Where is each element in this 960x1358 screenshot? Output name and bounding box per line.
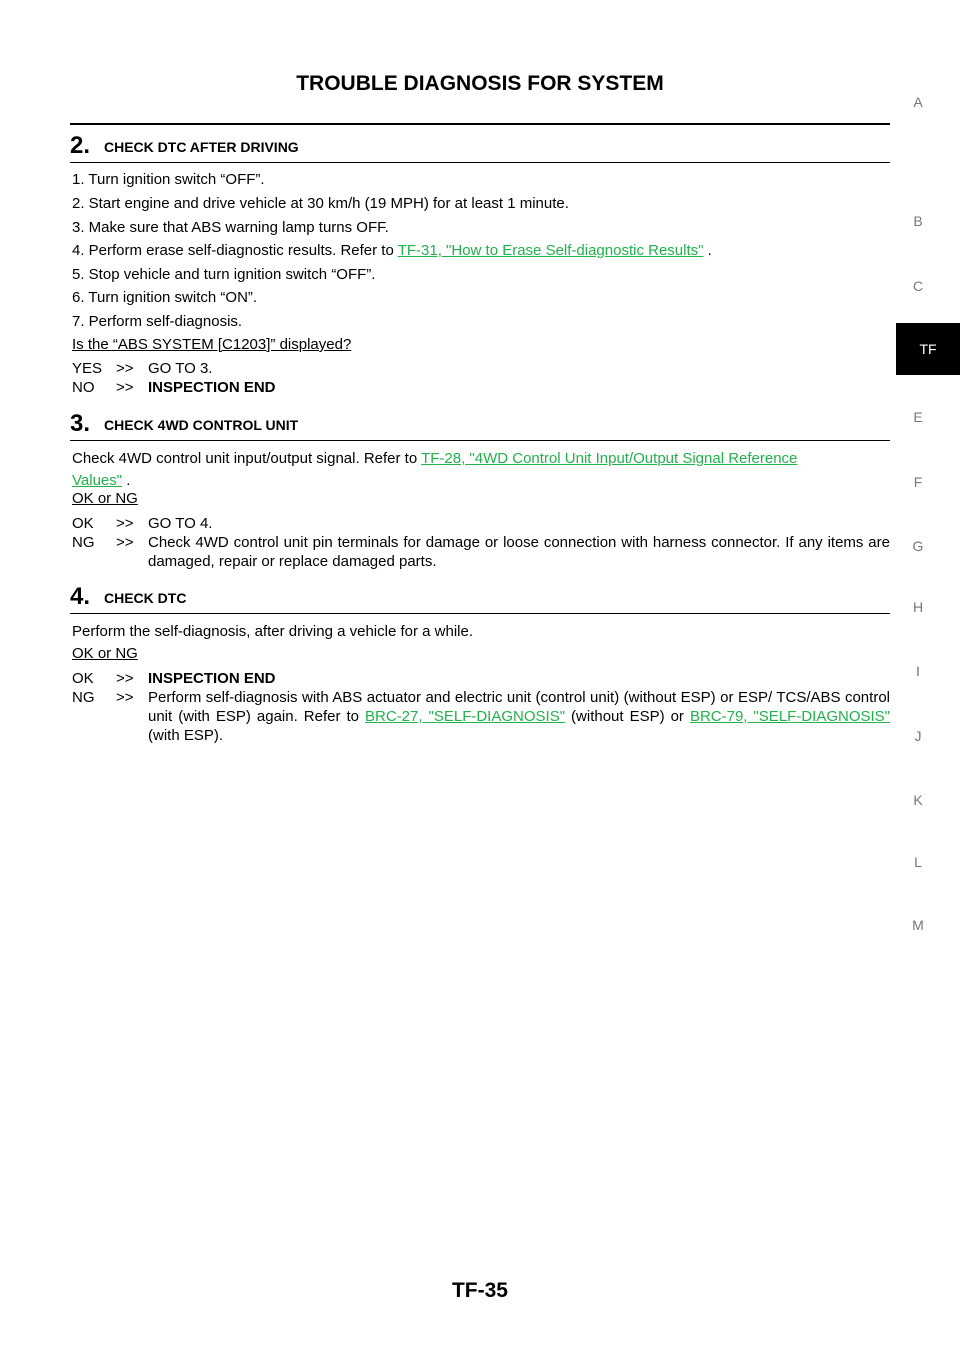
section-index-i[interactable]: I — [916, 663, 920, 679]
signal-reference-link[interactable]: TF-28, "4WD Control Unit Input/Output Si… — [421, 450, 798, 467]
page-title: TROUBLE DIAGNOSIS FOR SYSTEM — [296, 72, 664, 95]
step-3-question: OK or NG — [72, 490, 138, 507]
step-2-heading: 2. CHECK DTC AFTER DRIVING — [70, 126, 890, 163]
answer-arrow: >> — [116, 360, 134, 377]
section-index-e[interactable]: E — [913, 409, 923, 425]
answer-text: Perform self-diagnosis with ABS actuator… — [148, 688, 890, 745]
answer-text: Check 4WD control unit pin terminals for… — [148, 534, 890, 570]
answer-no: NO >> INSPECTION END — [72, 378, 890, 397]
list-item-tail: . — [703, 242, 712, 259]
answer-label: NO — [72, 379, 95, 396]
answer-text: GO TO 3. — [148, 360, 213, 377]
list-item: 6. Turn ignition switch “ON”. — [72, 289, 258, 306]
answer-label: NG — [72, 534, 95, 551]
answer-label: NG — [72, 689, 95, 706]
list-item: 7. Perform self-diagnosis. — [72, 313, 243, 330]
step-title: CHECK 4WD CONTROL UNIT — [104, 417, 299, 433]
step-4-heading: 4. CHECK DTC — [70, 577, 890, 614]
step-title: CHECK DTC — [104, 590, 187, 606]
answer-ok: OK >> INSPECTION END — [72, 669, 890, 688]
answer-label: YES — [72, 360, 103, 377]
section-index-m[interactable]: M — [912, 917, 924, 933]
step-4-text: Perform the self-diagnosis, after drivin… — [72, 623, 474, 640]
answer-arrow: >> — [116, 670, 134, 687]
answer-ok: OK >> GO TO 4. — [72, 514, 890, 533]
list-item: 3. Make sure that ABS warning lamp turns… — [72, 219, 389, 236]
answer-text-part: Perform self-diagnosis with ABS actuator… — [148, 689, 890, 725]
list-item: 5. Stop vehicle and turn ignition switch… — [72, 266, 376, 283]
list-item: 2. Start engine and drive vehicle at 30 … — [72, 195, 569, 212]
section-index-c[interactable]: C — [912, 278, 924, 294]
step-text-tail: . — [122, 472, 131, 489]
section-index-b[interactable]: B — [913, 213, 923, 229]
step-number: 3. — [70, 410, 91, 437]
step-number: 2. — [70, 132, 91, 159]
section-index-j[interactable]: J — [914, 728, 922, 744]
signal-reference-link-cont[interactable]: Values" — [72, 472, 123, 489]
section-index-h[interactable]: H — [912, 599, 924, 615]
answer-label: OK — [72, 670, 94, 687]
section-index-g[interactable]: G — [912, 538, 924, 554]
answer-yes: YES >> GO TO 3. — [72, 359, 890, 378]
answer-arrow: >> — [116, 689, 134, 706]
answer-arrow: >> — [116, 534, 134, 551]
list-item: 4. Perform erase self-diagnostic results… — [72, 242, 712, 259]
title-rule — [70, 123, 890, 125]
answer-text-part: (with ESP). — [148, 727, 224, 744]
answer-label: OK — [72, 515, 94, 532]
answer-ng: NG >> Check 4WD control unit pin termina… — [72, 533, 890, 571]
answer-arrow: >> — [116, 515, 134, 532]
step-text: Check 4WD control unit input/output sign… — [72, 450, 422, 467]
section-index-l[interactable]: L — [914, 854, 922, 870]
section-index-a[interactable]: A — [913, 94, 923, 110]
brc-27-link[interactable]: BRC-27, "SELF-DIAGNOSIS" — [364, 708, 566, 725]
answer-arrow: >> — [116, 379, 134, 396]
step-3-heading: 3. CHECK 4WD CONTROL UNIT — [70, 404, 890, 441]
section-index-f[interactable]: F — [913, 474, 923, 490]
step-4-question: OK or NG — [72, 645, 138, 662]
list-item-text: 4. Perform erase self-diagnostic results… — [72, 242, 398, 259]
step-3-text: Check 4WD control unit input/output sign… — [72, 448, 890, 492]
step-2-question: Is the “ABS SYSTEM [C1203]” displayed? — [72, 336, 352, 353]
erase-results-link[interactable]: TF-31, "How to Erase Self-diagnostic Res… — [397, 242, 704, 259]
step-number: 4. — [70, 583, 91, 610]
section-index-tf-active[interactable]: TF — [896, 323, 960, 375]
step-title: CHECK DTC AFTER DRIVING — [104, 139, 299, 155]
answer-text-part: (without ESP) or — [565, 708, 690, 725]
list-item: 1. Turn ignition switch “OFF”. — [72, 171, 265, 188]
answer-ng: NG >> Perform self-diagnosis with ABS ac… — [72, 688, 890, 745]
answer-text: GO TO 4. — [148, 515, 213, 532]
section-index-k[interactable]: K — [913, 792, 923, 808]
answer-text: INSPECTION END — [148, 670, 276, 687]
page-number: TF-35 — [451, 1279, 508, 1302]
brc-79-link[interactable]: BRC-79, "SELF-DIAGNOSIS" — [689, 708, 890, 725]
answer-text: INSPECTION END — [148, 379, 276, 396]
